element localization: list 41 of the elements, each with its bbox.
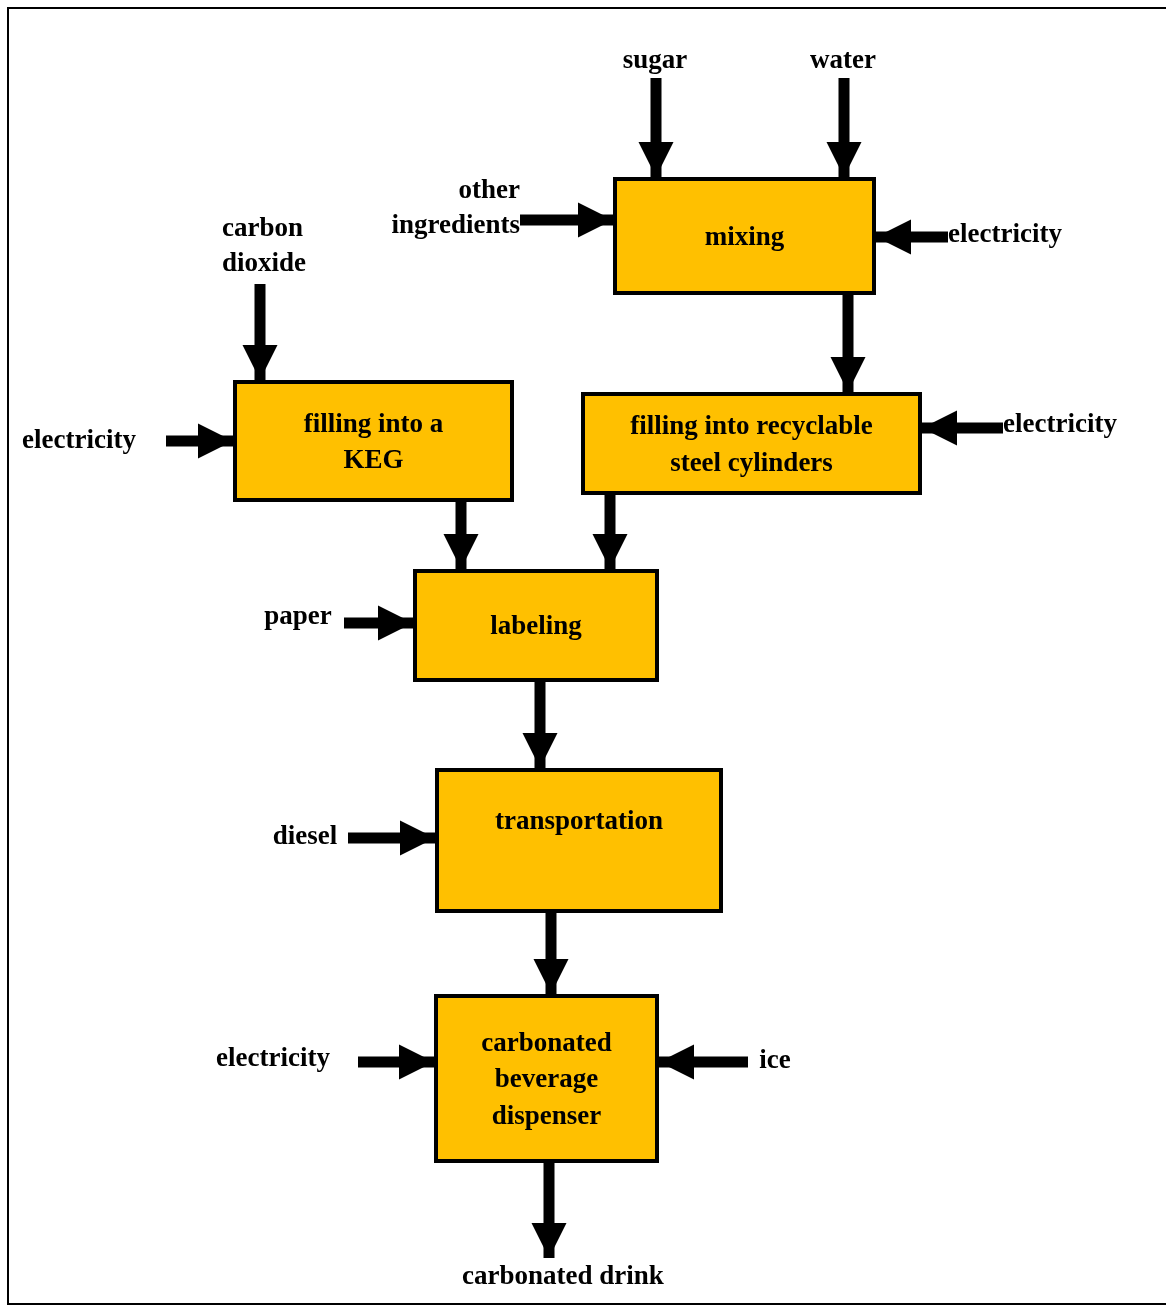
- input-label: other ingredients: [356, 172, 520, 248]
- arrow: [659, 1044, 748, 1080]
- input-label: carbonated drink: [428, 1258, 698, 1296]
- arrow: [638, 78, 674, 177]
- input-label: electricity: [22, 422, 166, 460]
- arrow: [348, 820, 435, 856]
- input-label: electricity: [216, 1040, 358, 1076]
- input-label: water: [788, 42, 898, 78]
- process-box: [233, 380, 514, 502]
- input-label: carbon dioxide: [222, 210, 334, 284]
- process-label: transportation: [495, 804, 663, 837]
- arrow: [443, 502, 479, 569]
- process-label: carbonated beverage dispenser: [480, 1025, 613, 1132]
- arrow: [826, 78, 862, 177]
- arrow: [358, 1044, 434, 1080]
- arrow: [592, 495, 628, 569]
- process-label: filling into a KEG: [302, 406, 445, 476]
- process-label: filling into recyclable steel cylinders: [629, 409, 874, 479]
- arrow: [520, 202, 613, 238]
- input-label: paper: [252, 598, 344, 634]
- arrow: [531, 1163, 567, 1258]
- input-label: electricity: [948, 216, 1093, 254]
- arrow: [830, 295, 866, 392]
- process-box: [435, 768, 723, 913]
- input-label: sugar: [600, 42, 710, 78]
- process-box: [434, 994, 659, 1163]
- input-label: electricity: [1003, 406, 1148, 444]
- process-box: [413, 569, 659, 682]
- process-box: [613, 177, 876, 295]
- process-label: labeling: [490, 609, 582, 643]
- arrow: [922, 410, 1003, 446]
- arrow: [876, 219, 948, 255]
- process-label: mixing: [704, 219, 785, 253]
- arrow: [344, 605, 413, 641]
- arrow: [522, 682, 558, 768]
- arrow: [533, 913, 569, 994]
- input-label: diesel: [262, 818, 348, 854]
- arrow: [242, 284, 278, 380]
- process-box: [581, 392, 922, 495]
- input-label: ice: [748, 1042, 802, 1078]
- arrow: [166, 423, 233, 459]
